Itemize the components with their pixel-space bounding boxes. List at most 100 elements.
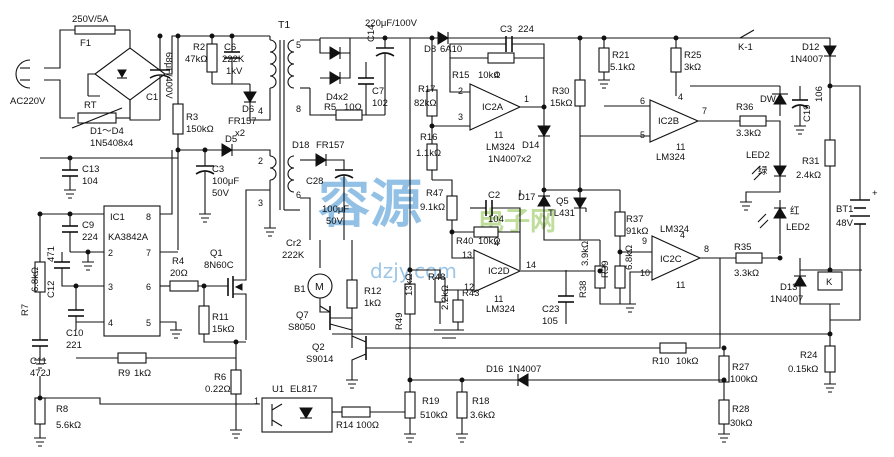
r16-value: 1.1kΩ [416,148,441,159]
r19-value: 510kΩ [420,410,448,421]
r5-value: 10Ω [344,102,362,113]
c13-label: C13 [82,164,99,175]
r3-label: R3 [186,112,198,123]
ic2a-part: LM324 [486,142,515,153]
svg-text:6: 6 [146,282,151,292]
q7-part: S8050 [288,322,315,333]
q1-part: 8N60C [204,260,234,271]
c28-label: C28 [306,176,323,187]
ground-icon [199,213,211,223]
diode-d17-icon [537,195,551,207]
c12-value: 471 [46,246,57,262]
d14-label: D14 [522,140,539,151]
r11-value: 15kΩ [212,324,234,335]
r40-value: 10kΩ [478,236,500,247]
c2-value: 104 [488,214,504,225]
r30-label: R30 [552,86,569,97]
r9-value: 1kΩ [134,368,151,379]
opamp-ic2b [649,99,700,143]
r40-label: R40 [456,236,473,247]
svg-text:4: 4 [108,318,113,328]
svg-text:3: 3 [258,198,263,208]
c3b-label: C3 [500,24,512,35]
c28-value: 100μF [322,204,349,215]
ic2d-part: LM324 [486,304,515,315]
f1-label: F1 [80,38,91,49]
fan-driver: M B1 Q7 S8050 R12 1kΩ Q2 S9014 [288,240,720,389]
cr2-label: Cr2 [286,238,301,249]
r47-value: 9.1kΩ [420,202,445,213]
r15-label: R15 [452,70,469,81]
r18-label: R18 [472,396,489,407]
watermark-cn: 容源 [318,175,422,235]
svg-text:7: 7 [146,248,151,258]
r24-label: R24 [800,350,817,361]
d13-part: 1N4007 [770,294,803,305]
r47-label: R47 [426,188,443,199]
resistor-r18 [456,391,468,419]
led-u1-icon [299,407,313,419]
c3-label: C3 [212,164,224,175]
c6-label: C6 [224,42,236,53]
hv-section: C1 68μF/400V R2 47kΩ C6 222K 1kV D6 FR15… [129,35,270,250]
d6-part: FR157 [228,116,257,127]
d12-part: 1N4007 [790,54,823,65]
r37-label: R37 [626,214,643,225]
secondary-winding-2 [287,155,295,193]
d1d4-part: 1N5408x4 [90,138,133,149]
r43-value: 2.2kΩ [440,285,451,310]
r17-value: 82kΩ [414,98,436,109]
r8-value: 5.6kΩ [56,420,81,431]
led2a-label: LED2 [746,150,770,161]
d8-part: 6A10 [440,44,462,55]
svg-text:6: 6 [296,190,301,200]
ic2a-label: IC2A [482,102,504,113]
ac-label: AC220V [10,96,46,107]
ic1-chip [103,205,161,337]
r7-label: R7 [20,304,31,316]
r25-label: R25 [684,50,701,61]
diode-d12-icon [823,45,837,57]
d4x2-label: D4x2 [326,92,348,103]
r16-label: R16 [420,132,437,143]
diode-d16-icon [517,373,529,387]
r11-label: R11 [212,312,229,323]
ground-icon [624,303,636,313]
svg-text:11: 11 [494,130,503,140]
r15-value: 10kΩ [478,70,500,81]
r28-label: R28 [732,404,749,415]
resistor-r21 [598,47,610,73]
svg-text:5: 5 [296,40,301,50]
c12-label: C12 [46,281,57,298]
motor-symbol: M [315,281,324,293]
ground-icon [264,227,276,237]
u1-part: EL817 [290,384,317,395]
resistor-r4 [169,280,199,292]
r36-label: R36 [736,102,753,113]
junction-dots [37,33,833,401]
r18-value: 3.6kΩ [470,410,495,421]
ground-icon [160,321,182,339]
q1-label: Q1 [210,248,223,259]
cr2-value: 222K [282,250,305,261]
r24-value: 0.15kΩ [788,364,818,375]
svg-text:9: 9 [642,236,647,246]
relay-contact-k1 [739,29,755,39]
svg-text:5: 5 [640,130,645,140]
svg-text:12: 12 [464,282,474,292]
ground-icon [230,429,242,439]
r38-value: 3.9kΩ [580,241,591,266]
svg-text:8: 8 [146,212,151,222]
u1-body [261,397,333,433]
r4-label: R4 [172,256,184,267]
opamp-ic2d [473,249,522,293]
c6-volt: 1kV [226,66,243,77]
svg-text:8: 8 [704,244,709,254]
resistor-r28 [718,399,730,425]
resistor-r36 [739,115,767,127]
r12-value: 1kΩ [364,298,381,309]
plus-sign: + [872,188,878,199]
resistor-r19 [404,391,416,419]
c13-value: 104 [82,176,98,187]
d8-label: D8 [424,44,436,55]
